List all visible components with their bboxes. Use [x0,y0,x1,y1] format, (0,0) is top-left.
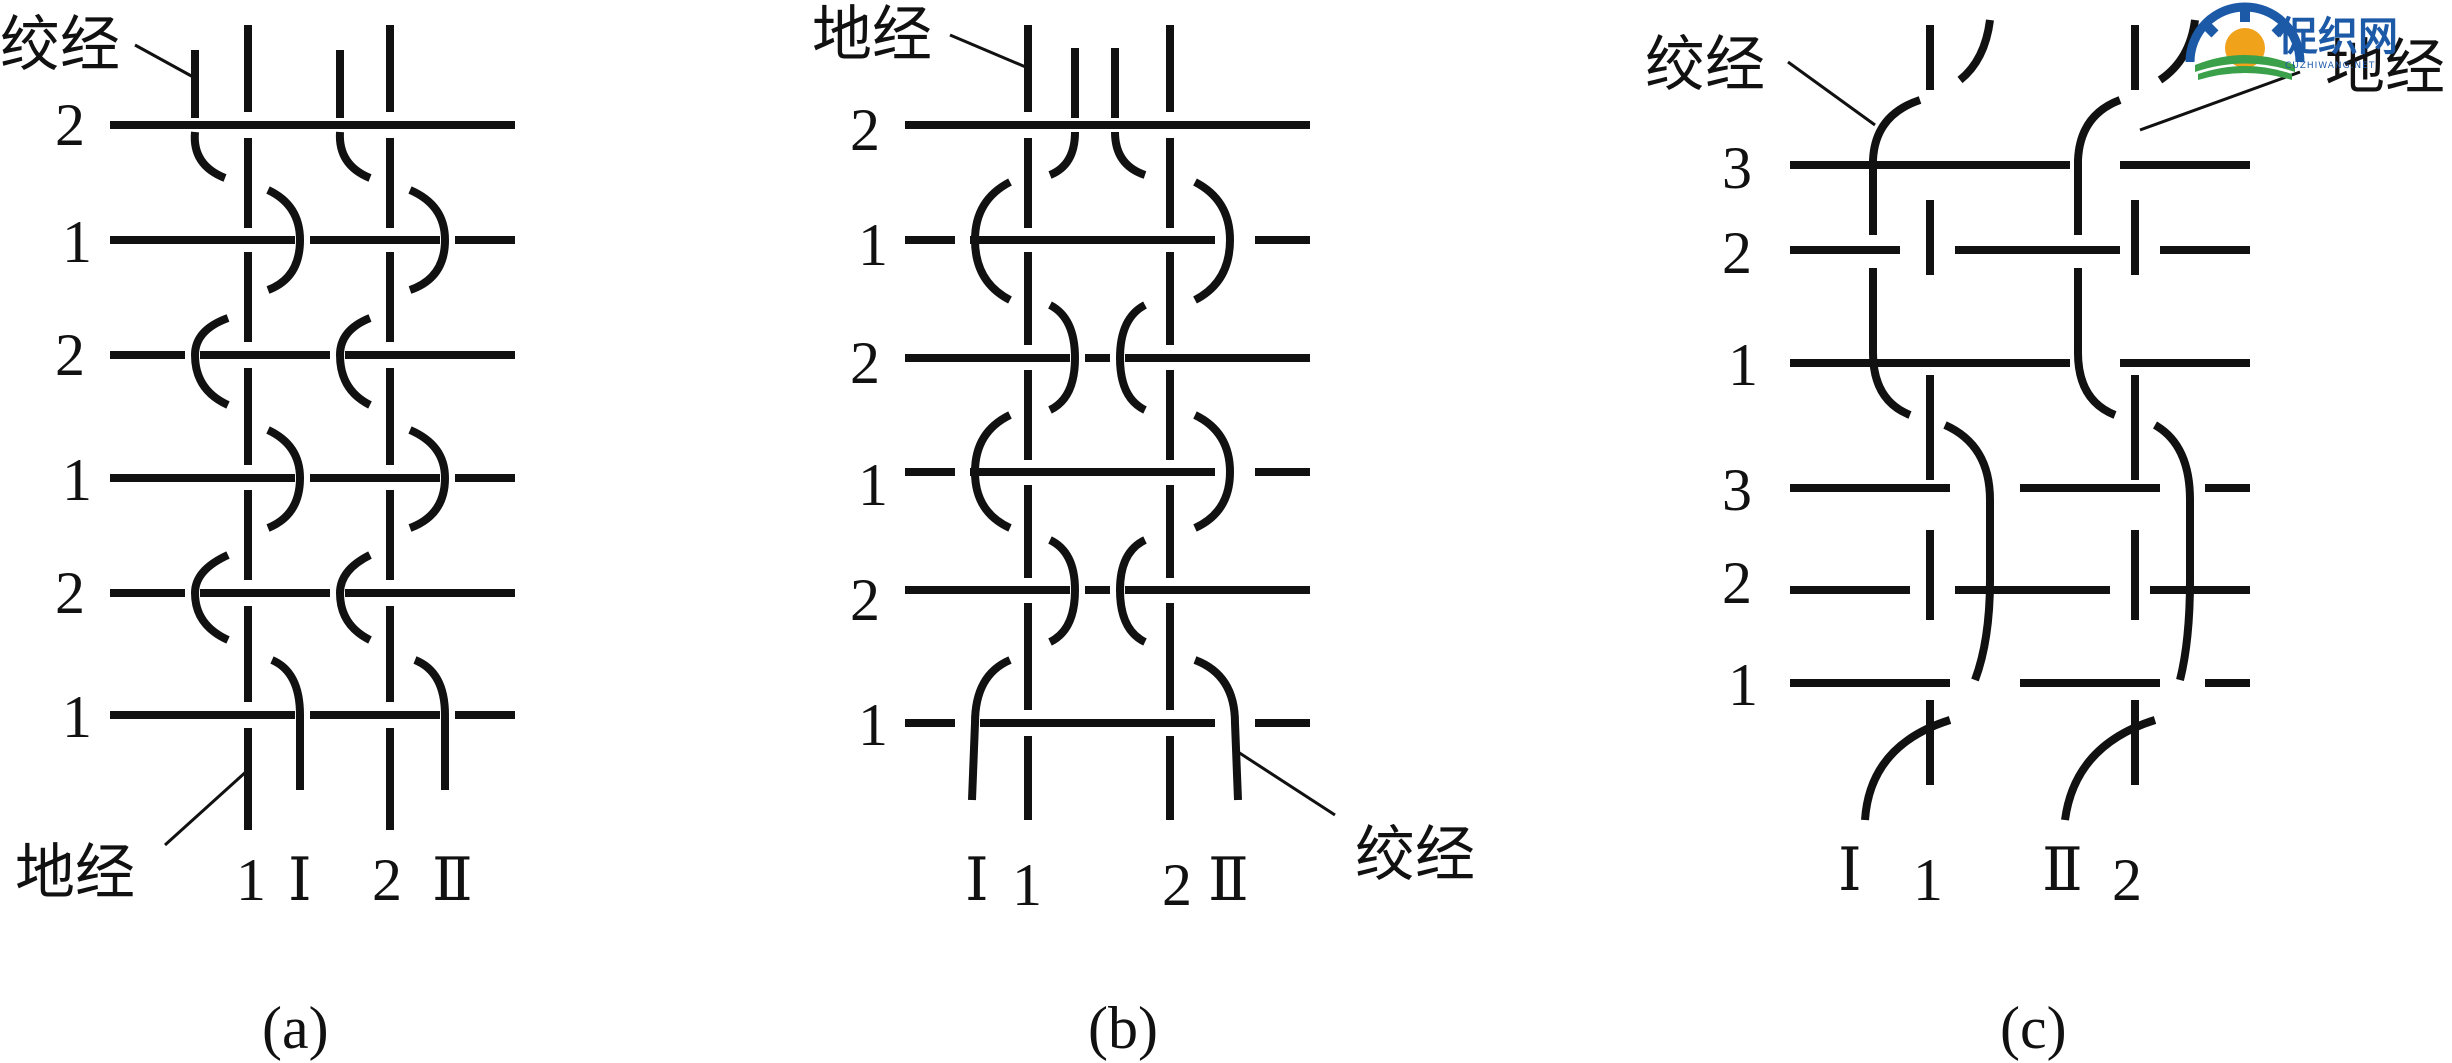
panel-b-weft-label: 2 [850,330,880,396]
logo-gear-icon [2185,2,2305,80]
panel-c-ground-warps [1926,25,2139,785]
panel-b-weft-label: 1 [858,212,888,278]
panel-b-warp-label: Ⅰ [965,847,989,913]
panel-a-warp-label: 1 [236,847,266,913]
panel-a-weft-label: 1 [62,209,92,275]
panel-b-callout-ground-warp: 地经 [812,0,932,70]
panel-b-weft-label: 2 [850,97,880,163]
panel-b-weft-label: 1 [858,692,888,758]
panel-c-caption: (c) [2000,995,2067,1061]
panel-b-weft-threads [905,121,1310,727]
panel-c: 3 2 1 3 2 1 Ⅰ 1 Ⅱ 2 绞经 地经 (c) [1645,19,2445,1061]
panel-b-weft-label: 2 [850,567,880,633]
panel-c-leno-warps [1861,19,2199,821]
panel-c-weft-label: 1 [1728,332,1758,398]
panel-c-weft-label: 2 [1722,220,1752,286]
panel-c-weft-label: 1 [1728,652,1758,718]
panel-a-weft-label: 2 [55,322,85,388]
logo-text: 促织网 [2277,14,2398,60]
panel-c-weft-label: 3 [1722,135,1752,201]
panel-a: 2 1 2 1 2 1 1 Ⅰ 2 Ⅱ 绞经 地经 (a) [0,10,515,1061]
panel-a-callout-leader [163,768,250,847]
panel-c-callout-leno-warp: 绞经 [1645,30,1765,100]
panel-c-warp-label: Ⅱ [2042,837,2083,903]
panel-a-weft-label: 1 [62,447,92,513]
panel-a-caption: (a) [262,995,329,1061]
panel-a-weft-label: 2 [55,560,85,626]
panel-b-caption: (b) [1088,995,1158,1061]
panel-a-callout-leader [134,43,196,80]
panel-b-callout-leader [1237,750,1336,817]
panel-a-warp-label: Ⅱ [432,847,473,913]
panel-c-weft-label: 2 [1722,550,1752,616]
panel-b-weft-label: 1 [858,452,888,518]
panel-a-warp-label: Ⅰ [288,847,312,913]
panel-a-callout-leno-warp: 绞经 [0,10,120,80]
panel-a-weft-label: 1 [62,684,92,750]
panel-b-callout-leader [949,33,1029,70]
panel-a-warp-label: 2 [372,847,402,913]
panel-b-leno-warps [968,48,1242,801]
site-logo: 促织网 CUZHIWANG.NET [2185,2,2398,80]
panel-a-weft-label: 2 [55,92,85,158]
logo-subtext: CUZHIWANG.NET [2285,61,2375,71]
panel-c-callout-leader [2139,70,2301,132]
panel-c-weft-label: 3 [1722,457,1752,523]
panel-c-warp-label: 2 [2112,847,2142,913]
panel-a-callout-ground-warp: 地经 [15,838,135,908]
panel-c-callout-ground-warp: 地经 [2325,33,2445,103]
panel-b-warp-label: 1 [1012,852,1042,918]
panel-c-weft-threads [1790,161,2250,687]
panel-b-callout-leno-warp: 绞经 [1355,820,1475,890]
panel-b-warp-label: 2 [1162,852,1192,918]
panel-a-ground-warps [244,25,394,830]
panel-b-ground-warps [1024,25,1174,820]
panel-b: 2 1 2 1 2 1 Ⅰ 1 2 Ⅱ 地经 绞经 (b) [812,0,1475,1061]
panel-a-weft-threads [110,121,515,719]
panel-b-warp-label: Ⅱ [1208,847,1249,913]
panel-c-warp-label: 1 [1913,847,1943,913]
panel-c-warp-label: Ⅰ [1838,837,1862,903]
panel-a-leno-warps [190,50,450,790]
panel-c-callout-leader [1787,60,1876,127]
